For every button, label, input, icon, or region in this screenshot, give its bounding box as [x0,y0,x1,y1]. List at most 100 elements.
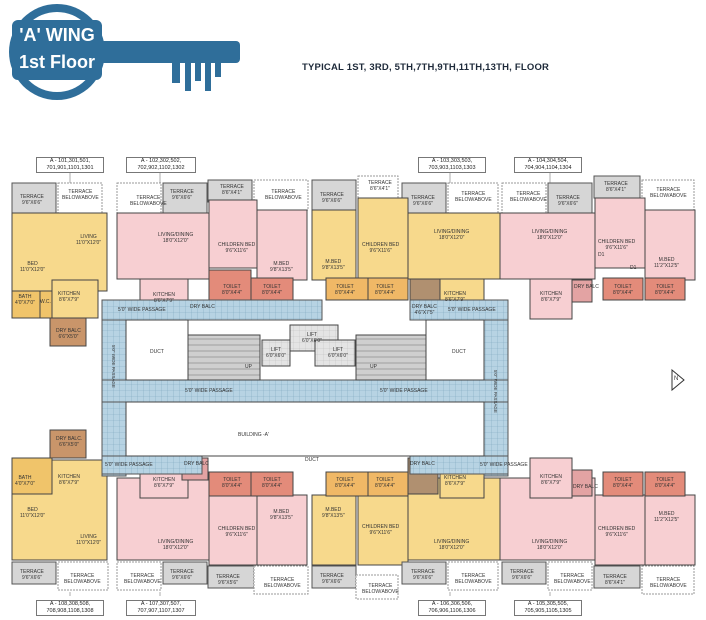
room-dry-balc: DRY BALC [190,304,215,310]
north-label: N [674,376,679,382]
north-arrow-icon [671,368,685,392]
stair-up-label: UP [370,364,377,370]
passage-label: 5'0" WIDE PASSAGE [185,388,233,394]
building-label: BUILDING -A' [238,432,269,438]
terrace [447,182,499,214]
duct-label: DUCT [150,349,164,355]
room-dry-balc: DRY BALC [574,284,599,290]
duct-left [125,319,189,381]
passage-label: 5'0" WIDE PASSAGE [111,345,116,388]
passage-label: 5'0" WIDE PASSAGE [480,462,528,468]
unit-tag-bottom-2: A - 107,307,507,707,907,1107,1307 [126,600,196,616]
terrace [311,179,357,211]
terrace [401,182,447,214]
passage-label: 5'0" WIDE PASSAGE [448,307,496,313]
passage-mid [101,379,509,403]
room-dry-balc: DRY BALC [573,484,598,490]
passage-top [101,299,323,321]
duct-label: DUCT [305,457,319,463]
lift-right [314,339,356,367]
badge-floor: 1st Floor [18,52,95,72]
room-wc: W.C. [40,299,51,305]
room-dry-balc: DRY BALC.6'6"X5'0" [56,436,83,448]
page-title: TYPICAL 1ST, 3RD, 5TH,7TH,9TH,11TH,13TH,… [302,62,550,73]
duct-label: DUCT [452,349,466,355]
passage-label: 5'0" WIDE PASSAGE [105,462,153,468]
terrace [501,182,547,214]
badge-wing: 'A' WING [19,25,95,45]
unit-tag-bottom-1: A - 108,308,508,708,908,1108,1308 [36,600,104,616]
unit-tag-bottom-4: A - 105,305,505,705,905,1105,1305 [514,600,582,616]
passage-label: 5'0" WIDE PASSAGE [118,307,166,313]
room-door: D1 [630,265,637,271]
room-dry-balc: DRY BALC [410,461,435,467]
passage-label: 5'0" WIDE PASSAGE [493,370,498,413]
building-core [125,401,485,457]
passage-label: 5'0" WIDE PASSAGE [380,388,428,394]
unit-tag-top-3: A - 103,303,503,703,903,1103,1303 [418,157,486,173]
